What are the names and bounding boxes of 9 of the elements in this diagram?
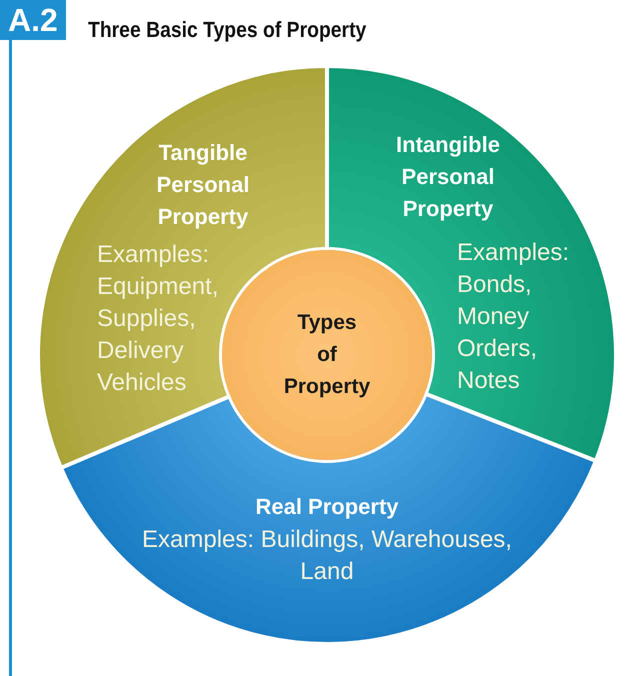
segment-text: Examples: Buildings, Warehouses, Land (141, 525, 513, 587)
segment-heading: Intangible Personal Property (395, 131, 501, 223)
segment-heading: Real Property (254, 493, 400, 521)
segment-text: Examples: Equipment, Supplies, Delivery Vehicles (97, 240, 220, 398)
center-label: Types of Property (282, 310, 372, 400)
figure-title: Three Basic Types of Property (88, 16, 366, 44)
figure-number: A.2 (0, 0, 66, 40)
segment-heading: Tangible Personal Property (156, 139, 250, 231)
segment-text: Examples: Bonds, Money Orders, Notes (457, 238, 570, 396)
